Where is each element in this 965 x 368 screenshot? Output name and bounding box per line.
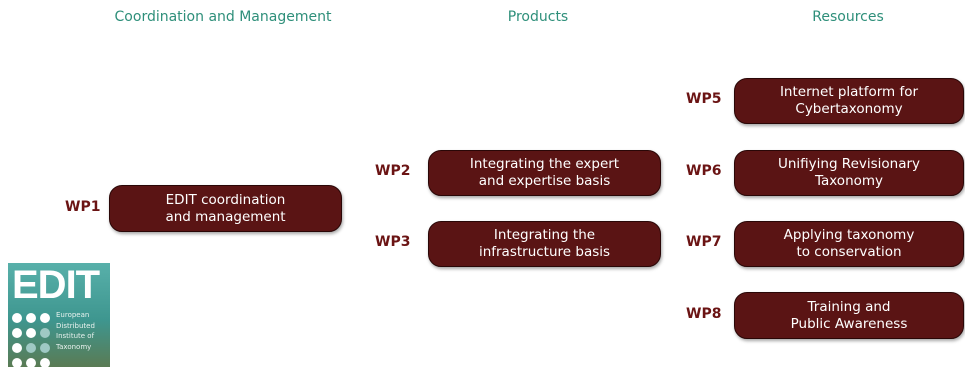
wp5-box: Internet platform for Cybertaxonomy (734, 78, 964, 124)
wp8-label: WP8 (686, 306, 722, 322)
logo-dot (12, 357, 22, 367)
wp3-line-2: infrastructure basis (478, 244, 611, 260)
logo-dot (26, 357, 36, 367)
logo-dots (12, 310, 52, 367)
wp5-line-1: Internet platform for (779, 84, 919, 100)
logo-dot (40, 327, 50, 338)
wp5-line-2: Cybertaxonomy (795, 101, 903, 117)
logo-dot-row (12, 340, 52, 355)
wp8-line-1: Training and (807, 298, 891, 315)
logo-dot-row (12, 310, 52, 325)
column-header-coordination: Coordination and Management (114, 9, 332, 25)
wp7-line-2: to conservation (796, 244, 902, 260)
logo-dot (26, 327, 36, 338)
wp1-line-2: and management (165, 208, 286, 225)
wp7-line-1: Applying taxonomy (783, 227, 915, 243)
wp6-line-2: Taxonomy (814, 173, 884, 189)
wp2-box: Integrating the expert and expertise bas… (428, 150, 661, 196)
logo-dot-row (12, 325, 52, 340)
wp7-box: Applying taxonomy to conservation (734, 221, 964, 267)
logo-wordmark: EDIT (12, 263, 100, 307)
logo-text-line-2: Distributed (56, 321, 95, 330)
wp8-line-2: Public Awareness (790, 315, 908, 332)
logo-dot (12, 327, 22, 338)
wp7-label: WP7 (686, 234, 722, 250)
wp3-line-1: Integrating the (493, 227, 596, 243)
wp8-box: Training and Public Awareness (734, 292, 964, 339)
wp6-label: WP6 (686, 163, 722, 179)
logo-dot (26, 312, 36, 323)
logo-dot-row (12, 355, 52, 367)
wp1-line-1: EDIT coordination (165, 191, 286, 208)
column-header-products: Products (507, 9, 569, 25)
logo-text-line-1: European (56, 311, 90, 319)
edit-logo: EDIT European Distributed Institute of T… (8, 263, 110, 367)
logo-dot (12, 312, 22, 323)
wp6-box: Unifiying Revisionary Taxonomy (734, 150, 964, 196)
wp1-box: EDIT coordination and management (109, 185, 342, 232)
wp1-label: WP1 (65, 199, 101, 215)
wp2-label: WP2 (375, 163, 411, 179)
logo-dot (40, 312, 50, 323)
logo-dot (12, 342, 22, 353)
wp3-label: WP3 (375, 234, 411, 250)
wp5-label: WP5 (686, 91, 722, 107)
logo-dot (26, 342, 36, 353)
logo-text: European Distributed Institute of Taxono… (56, 310, 95, 352)
logo-text-line-4: Taxonomy (56, 342, 92, 351)
logo-dot (40, 357, 50, 367)
logo-dot (40, 342, 50, 353)
wp2-line-2: and expertise basis (478, 173, 611, 189)
wp3-box: Integrating the infrastructure basis (428, 221, 661, 267)
wp6-line-1: Unifiying Revisionary (777, 156, 921, 172)
column-header-resources: Resources (812, 9, 884, 25)
logo-text-line-3: Institute of (56, 332, 95, 340)
wp2-line-1: Integrating the expert (469, 156, 620, 172)
